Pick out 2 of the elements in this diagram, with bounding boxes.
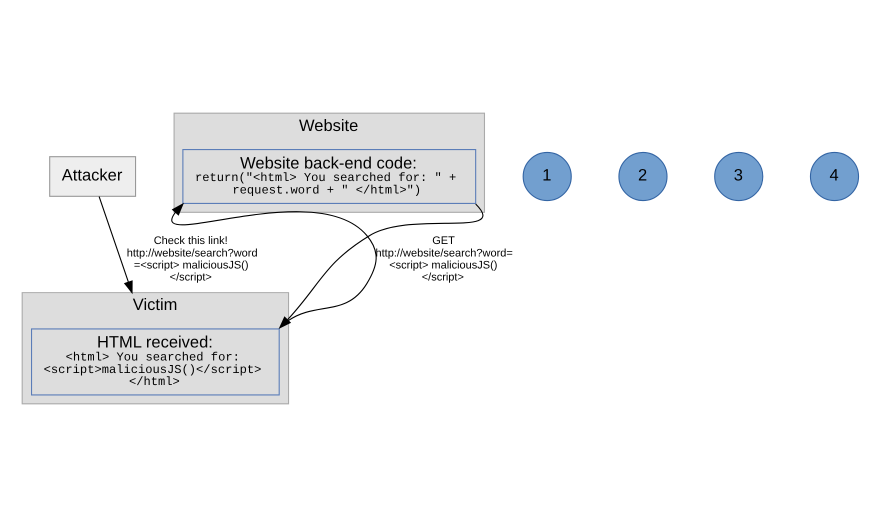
edge-label: GET http://website/search?word= <script> maliciousJS() </script> <box>376 234 513 284</box>
edge-label: Check this link! http://website/search?word =<script> maliciousJS() </script> <box>126 234 258 284</box>
